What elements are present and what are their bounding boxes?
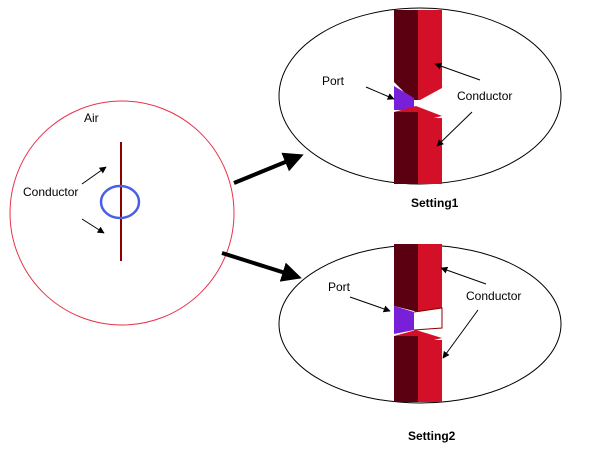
setting2-port-label: Port [328, 280, 351, 294]
setting2-conductor-pointer-down [442, 309, 479, 359]
setting2-gap-outline [413, 307, 443, 331]
setting1-conductor-label: Conductor [457, 89, 512, 103]
conductor-pointer-up [81, 166, 107, 185]
setting2-port-pointer [349, 296, 391, 313]
air-label: Air [84, 111, 99, 125]
air-region: Air Conductor [9, 100, 235, 326]
air-boundary-circle [9, 100, 235, 326]
setting2-upper-conductor-light [418, 244, 442, 302]
setting2-caption: Setting2 [408, 429, 456, 443]
setting2-port [394, 306, 414, 334]
setting1-upper-conductor-bevel-light [418, 82, 442, 100]
setting2-conductor-label: Conductor [466, 289, 521, 303]
setting1-conductor-pointer-up [434, 62, 481, 81]
setting1-upper-conductor-bevel [394, 82, 418, 100]
setting1-upper-conductor-dark [394, 10, 418, 82]
setting2-lower-conductor-light [418, 340, 442, 402]
arrow-to-setting1 [233, 152, 304, 185]
conductor-label-left: Conductor [23, 185, 78, 199]
setting1-lower-conductor-dark [394, 112, 418, 184]
setting1-upper-conductor-light [418, 10, 442, 82]
setting1-port-pointer [365, 86, 395, 100]
setting2-upper-conductor-bevel [394, 302, 418, 312]
zoom-circle [99, 184, 141, 220]
arrow-to-setting2 [221, 251, 302, 282]
setting2-conductor-pointer-up [440, 266, 487, 285]
setting1-conductor-pointer-down [436, 111, 473, 147]
setting1-view: Port Conductor Setting1 [278, 7, 562, 210]
setting2-upper-conductor-dark [394, 244, 418, 302]
setting1-lower-conductor-light [418, 118, 442, 184]
setting2-lower-conductor-dark [394, 336, 418, 402]
setting2-view: Port Conductor Setting2 [278, 244, 562, 443]
conductor-pointer-down [81, 218, 105, 234]
setting1-port [394, 86, 414, 110]
setting2-upper-conductor-bevel-light [418, 302, 442, 312]
setting1-port-label: Port [322, 74, 345, 88]
setting1-caption: Setting1 [411, 196, 459, 210]
